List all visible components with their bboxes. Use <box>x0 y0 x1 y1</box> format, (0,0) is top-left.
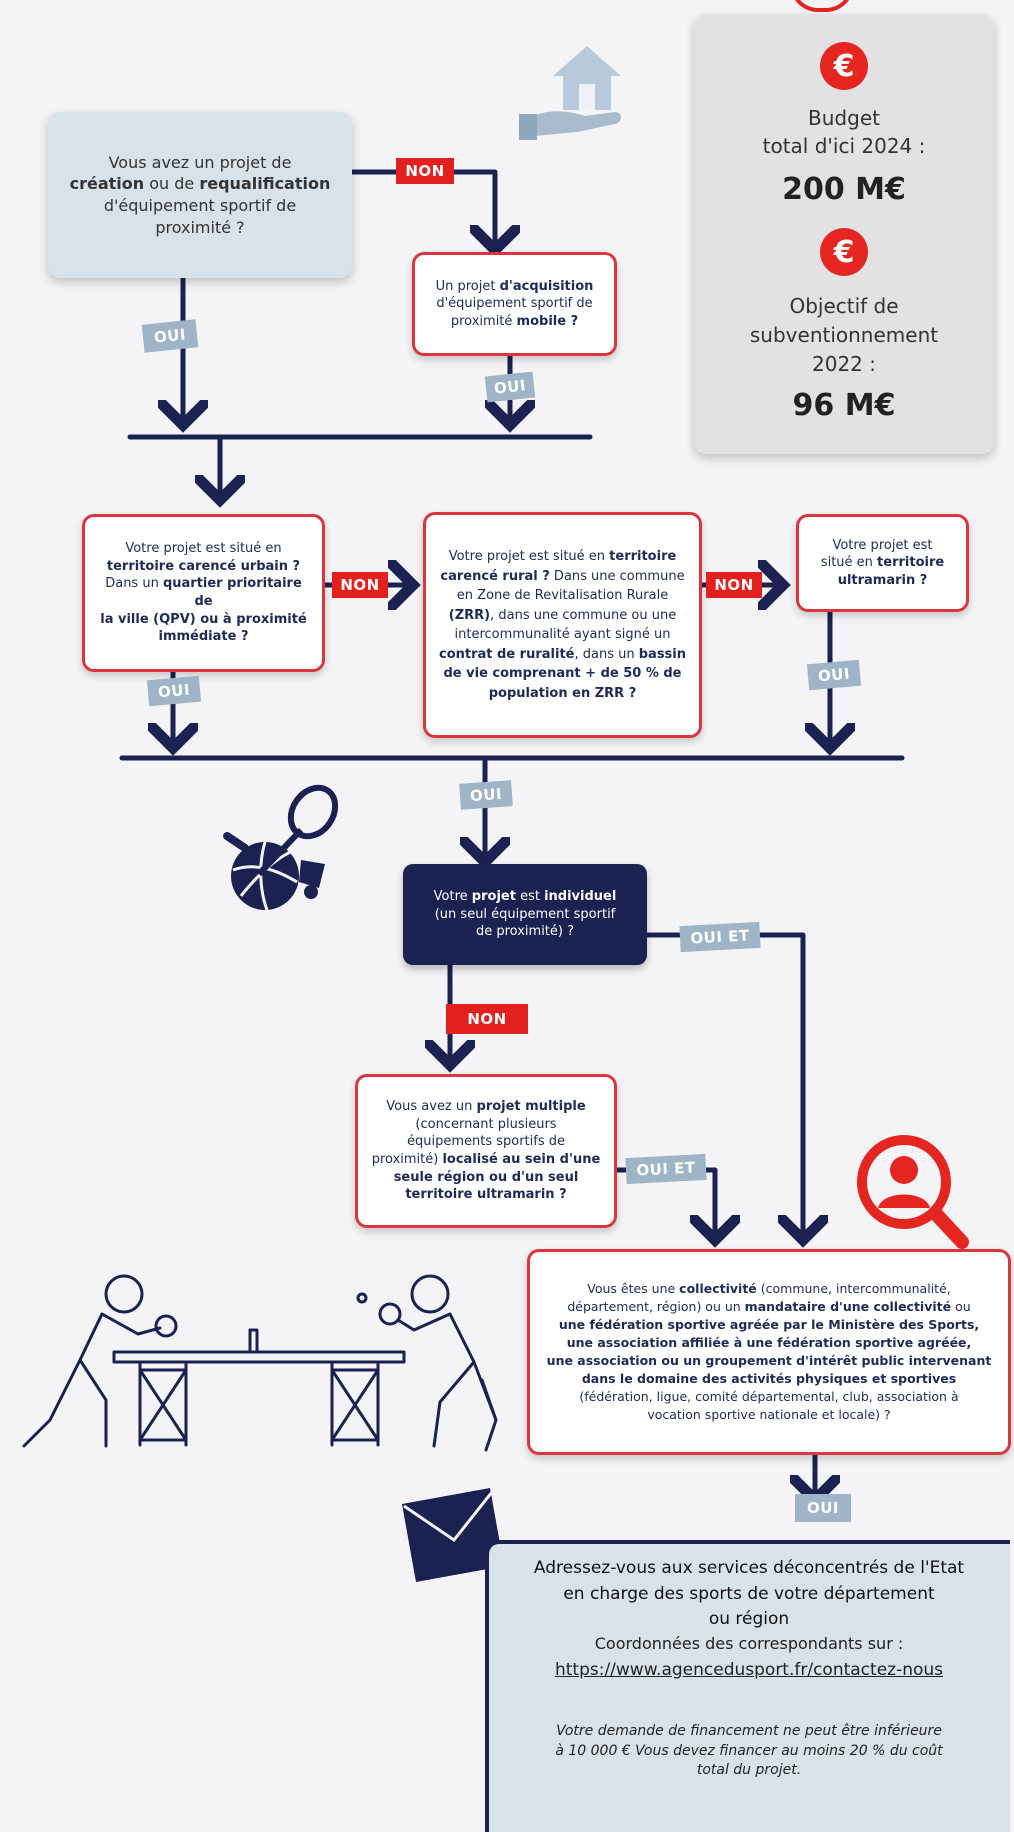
tag-oui: OUI <box>795 1494 851 1522</box>
q6-text-mid: est <box>515 889 545 905</box>
q6-bold-projet: projet <box>471 889 516 905</box>
q7-bold-localise: localisé au sein d'une seule région ou d… <box>393 1152 601 1203</box>
question-creation-requalification: Vous avez un projet de création ou de re… <box>48 112 352 278</box>
q8-bold-mandataire: mandataire d'une collectivité <box>744 1298 952 1314</box>
q8-text-3: ou <box>955 1298 971 1314</box>
tag-oui: OUI <box>806 659 862 691</box>
q4-bold-zrr: (ZRR) <box>448 607 491 623</box>
q3-bold-qpv: quartier prioritaire de la ville (QPV) o… <box>100 576 307 645</box>
q4-text: Votre projet est situé en <box>448 549 610 564</box>
objectif-value: 96 M€ <box>792 388 896 423</box>
q4-bold-bassin: bassin de vie comprenant + de 50 % de po… <box>443 646 686 701</box>
q6-bold-individuel: individuel <box>544 889 617 905</box>
tag-non: NON <box>706 572 762 598</box>
q6-text: Votre <box>433 889 472 905</box>
q1-bold-creation: création <box>69 174 145 194</box>
question-collectivite-federation: Vous êtes une collectivité (commune, int… <box>527 1249 1011 1455</box>
q8-bold-collectivite: collectivité <box>679 1280 757 1296</box>
arrow-q6-oui-et <box>644 932 803 1240</box>
objectif-label: Objectif de subventionnement 2022 : <box>749 294 939 376</box>
q1-bold-requalification: requalification <box>199 174 331 194</box>
sports-equipment-icon <box>223 784 339 911</box>
q1-text-mid: ou de <box>144 174 200 194</box>
house-hand-icon <box>519 46 621 140</box>
tag-non: NON <box>396 158 454 184</box>
tag-oui: OUI <box>459 780 513 810</box>
q7-bold-multiple: projet multiple <box>476 1099 586 1115</box>
question-territoire-ultramarin: Votre projet est situé en territoire ult… <box>796 514 969 612</box>
budget-value: 200 M€ <box>782 172 906 207</box>
question-acquisition-mobile: Un projet d'acquisition d'équipement spor… <box>412 252 617 356</box>
final-contact-box <box>485 1540 1010 1832</box>
q5-bold: territoire ultramarin ? <box>837 555 945 588</box>
table-tennis-illustration <box>22 1274 498 1452</box>
tag-non: NON <box>446 1004 528 1034</box>
q3-text: Votre projet est situé en <box>125 541 282 557</box>
final-url-link[interactable]: https://www.agencedusport.fr/contactez-n… <box>554 1660 944 1680</box>
tag-oui: OUI <box>141 319 199 353</box>
budget-label: Budget total d'ici 2024 : <box>762 106 926 158</box>
euro-icon: € <box>820 42 868 90</box>
envelope-icon <box>402 1488 504 1582</box>
q1-text: Vous avez un projet de <box>108 152 292 172</box>
q7-text-mid: (concernant plusieurs équipements sporti… <box>371 1116 565 1167</box>
q7-text: Vous avez un <box>386 1099 477 1115</box>
tag-oui-et: OUI ET <box>625 1153 707 1185</box>
q2-bold: d'acquisition <box>499 278 594 294</box>
question-projet-multiple: Vous avez un projet multiple (concernant… <box>355 1074 617 1228</box>
q4-bold-contrat: contrat de ruralité <box>439 646 575 662</box>
tag-oui: OUI <box>146 675 202 707</box>
q4-text-post: , dans une commune ou une intercommunali… <box>454 607 677 643</box>
final-contacts-label: Coordonnées des correspondants sur : <box>594 1634 904 1653</box>
question-projet-individuel: Votre projet est individuel (un seul équ… <box>403 864 647 965</box>
final-note: Votre demande de financement ne peut êtr… <box>555 1723 943 1779</box>
q1-text-post: d'équipement sportif de proximité ? <box>103 196 297 237</box>
question-territoire-rural: Votre projet est situé en territoire car… <box>423 512 702 738</box>
q8-text-4: (fédération, ligue, comité départemental… <box>579 1389 959 1423</box>
q8-text-1: Vous êtes une <box>587 1280 680 1296</box>
final-title: Adressez-vous aux services déconcentrés … <box>533 1558 965 1629</box>
tag-oui: OUI <box>484 371 536 403</box>
q3-bold: territoire carencé urbain ? <box>106 558 301 574</box>
q5-text: Votre projet est situé en <box>820 537 933 571</box>
q2-text: Un projet <box>435 278 500 294</box>
q4-text-mid: Dans une commune en Zone de Revitalisati… <box>456 568 685 604</box>
q2-bold-mobile: mobile ? <box>516 313 579 329</box>
tag-non: NON <box>332 572 388 598</box>
magnifier-user-icon <box>857 1135 969 1249</box>
q8-text-2: (commune, intercommunalité, département,… <box>567 1280 951 1314</box>
euro-icon: € <box>820 228 868 276</box>
q2-text-mid: d'équipement sportif de proximité <box>436 296 593 329</box>
q4-bold: territoire carencé rural ? <box>440 549 677 584</box>
q6-text-post: (un seul équipement sportif de proximité… <box>434 906 616 940</box>
q8-bold-federation: une fédération sportive agréée par le Mi… <box>546 1316 992 1387</box>
q3-text-mid: Dans un <box>105 576 163 592</box>
tag-oui-et: OUI ET <box>679 921 761 953</box>
q4-text-post2: , dans un <box>574 646 639 662</box>
